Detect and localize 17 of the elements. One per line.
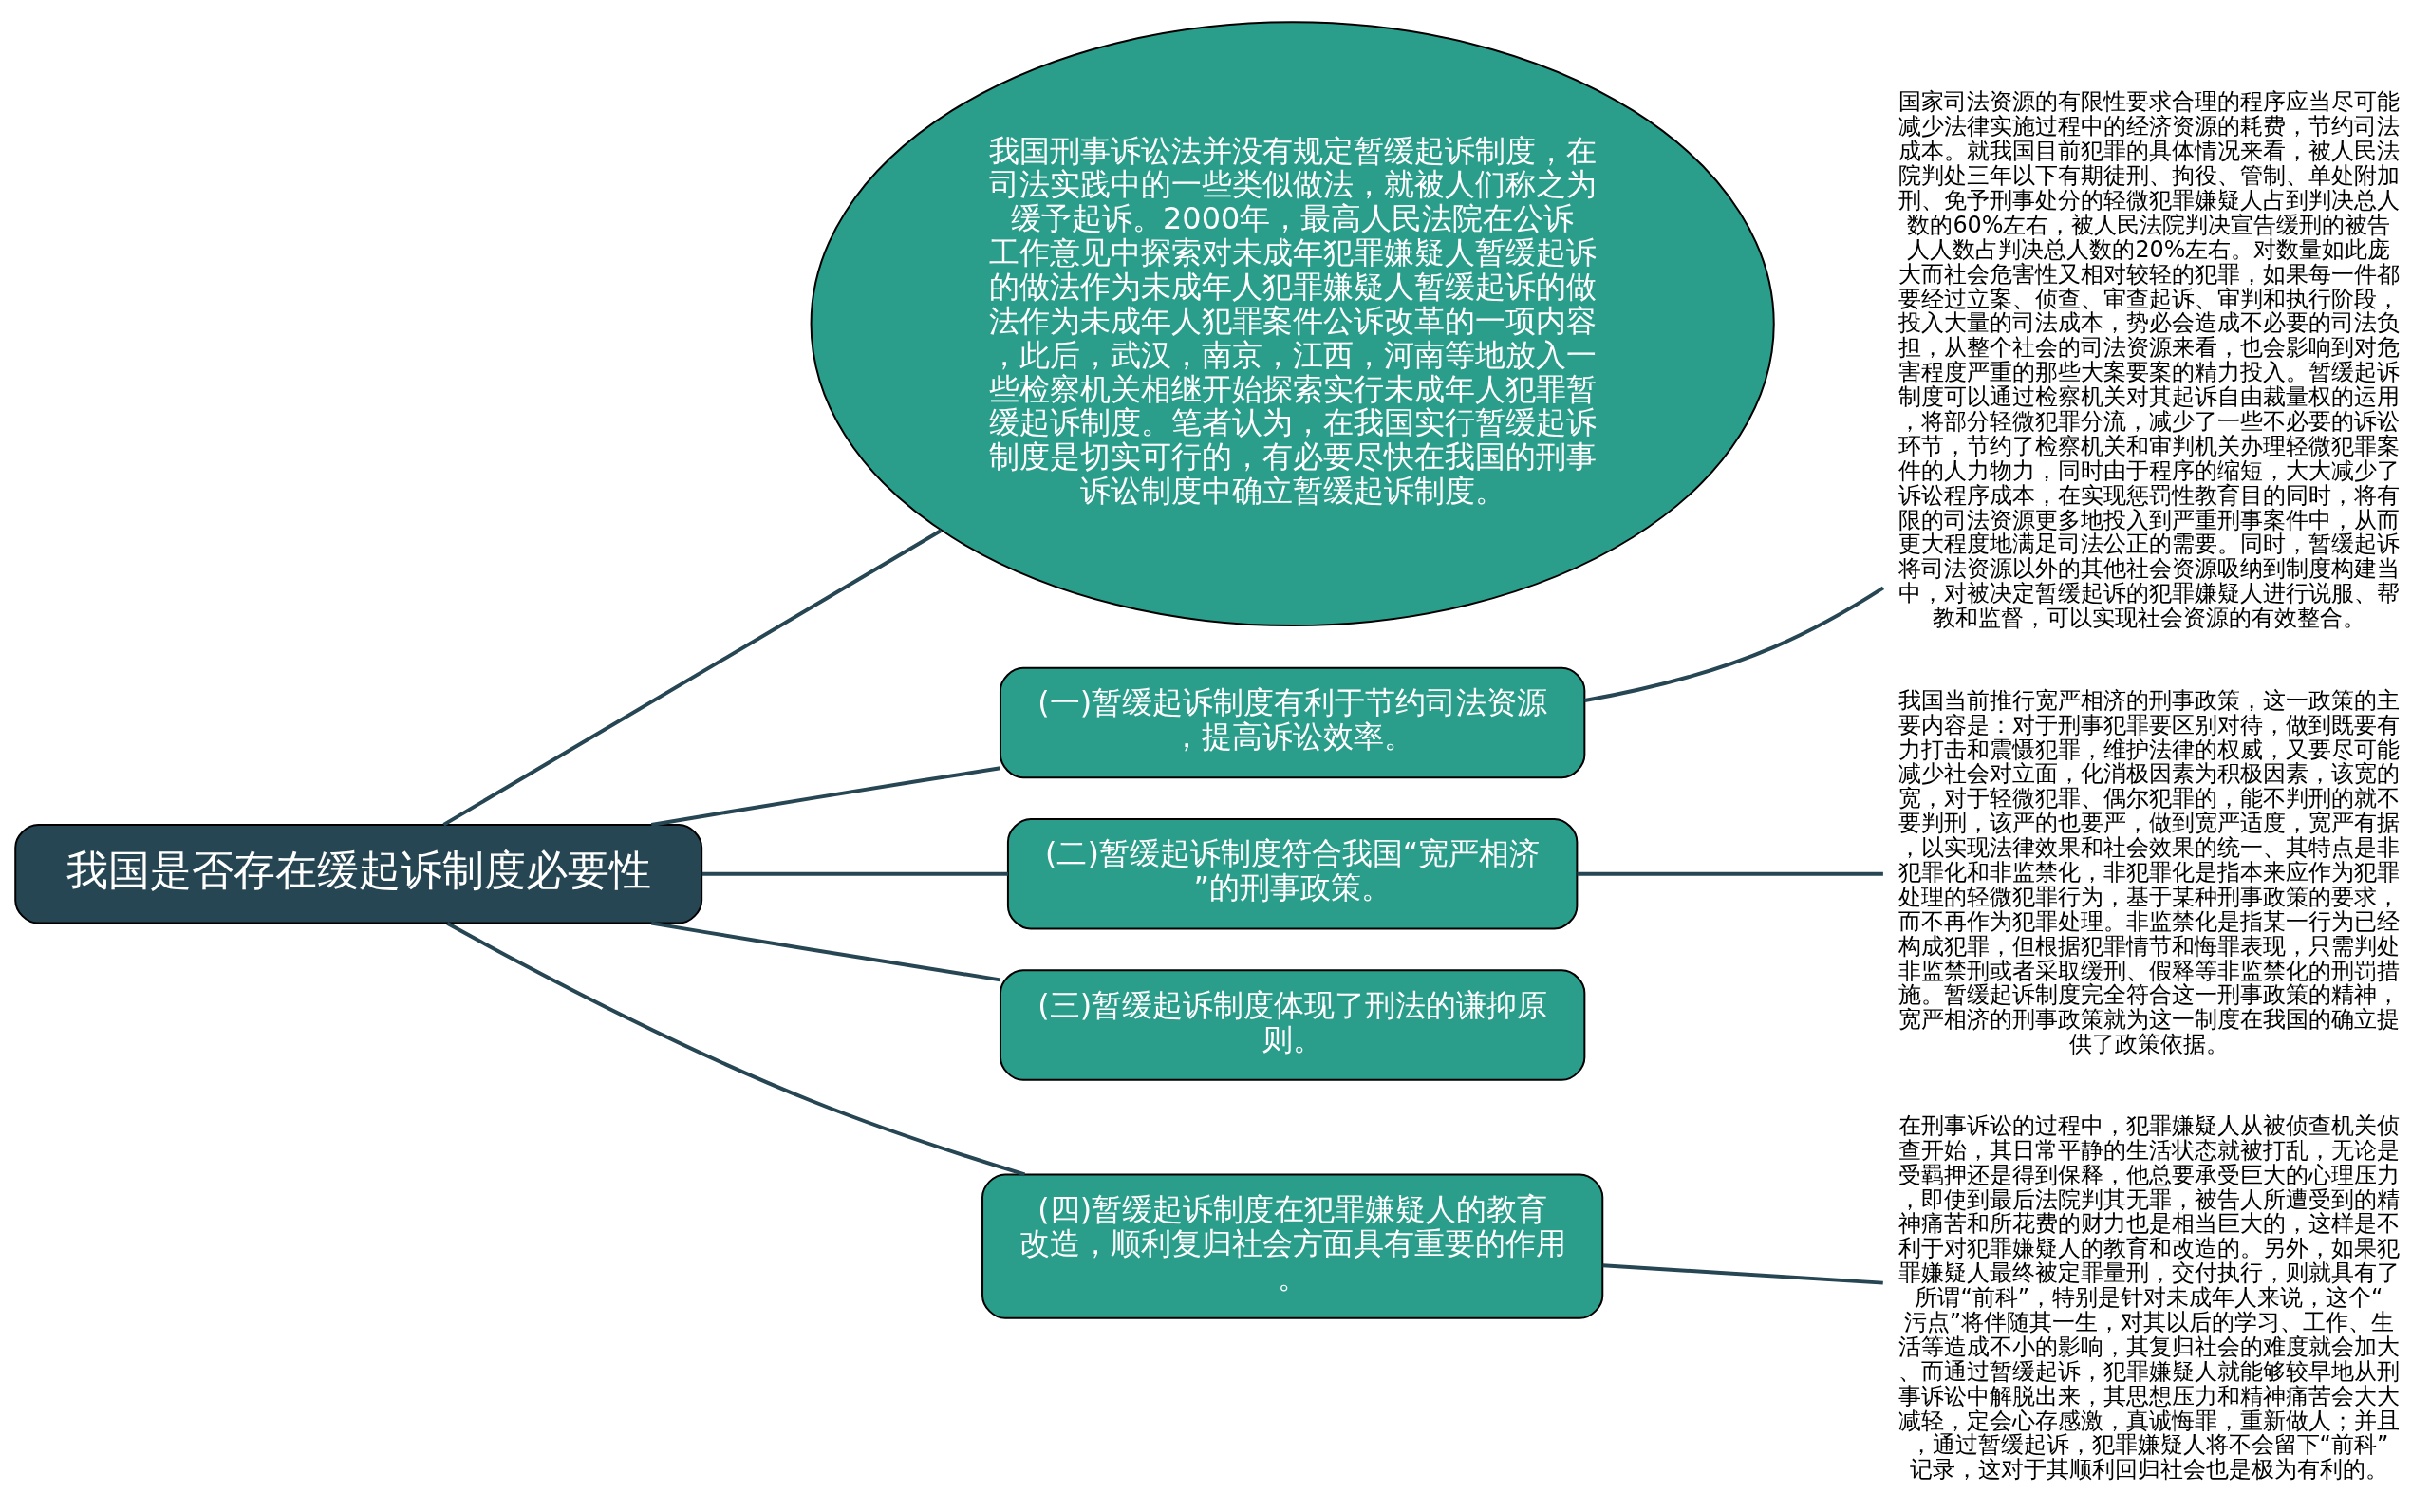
connector [1602,1262,1883,1285]
node-text: 在刑事诉讼的过程中，犯罪嫌疑人从被侦查机关侦查开始，其日常平静的生活状态就被打乱，无论是受羁押还是得到保释，他总要承受巨大的心理压力，即使到最后法院判其无罪，被告人所遭受到的精神痛苦和所花费的财力也是相当巨大的，这样是不利于对犯罪嫌疑人的教育和改造的。另外，如果犯罪嫌疑人最终被定罪量刑，交付执行，则就具有了所谓“前科”，特别是针对未成年人来说，这个“污点”将伴随其一生，对其以后的学习、工作、生活等造成不小的影响，其复归社会的难度就会加大、而通过暂缓起诉，犯罪嫌疑人就能够较早地从刑事诉讼中解脱出来，其思想压力和精神痛苦会大大减轻，定会心存感激，真诚悔罪，重新做人；并且，通过暂缓起诉，犯罪嫌疑人将不会留下“前科”记录，这对于其顺利回归社会也是极为有利的。 [1897,1111,2400,1483]
connector [446,921,1026,1176]
connector [1584,586,1885,702]
node-box: (二)暂缓起诉制度符合我国“宽严相济”的刑事政策。 [1006,817,1579,930]
connector [650,765,1001,827]
connector [650,921,1001,981]
connector [701,871,1008,876]
connector [442,528,943,827]
node-box: (三)暂缓起诉制度体现了刑法的谦抑原则。 [999,968,1586,1081]
node-text: 我国当前推行宽严相济的刑事政策，这一政策的主要内容是：对于刑事犯罪要区别对待，做到既要有力打击和震慑犯罪，维护法律的权威，又要尽可能减少社会对立面，化消极因素为积极因素，该宽的宽，对于轻微犯罪、偶尔犯罪的，能不判刑的就不要判刑，该严的也要严，做到宽严适度，宽严有据，以实现法律效果和社会效果的统一、其特点是非犯罪化和非监禁化，非犯罪化是指本来应作为犯罪处理的轻微犯罪行为，基于某种刑事政策的要求，而不再作为犯罪处理。非监禁化是指某一行为已经构成犯罪，但根据犯罪情节和悔罪表现，只需判处非监禁刑或者采取缓刑、假释等非监禁化的刑罚措施。暂缓起诉制度完全符合这一刑事政策的精神，宽严相济的刑事政策就为这一制度在我国的确立提供了政策依据。 [1897,686,2400,1057]
node-text: 国家司法资源的有限性要求合理的程序应当尽可能减少法律实施过程中的经济资源的耗费，节约司法成本。就我国目前犯罪的具体情况来看，被人民法院判处三年以下有期徒刑、拘役、管制、单处附加刑、免予刑事处分的轻微犯罪嫌疑人占到判决总人数的60%左右，被人民法院判决宣告缓刑的被告人人数占判决总人数的20%左右。对数量如此庞大而社会危害性又相对较轻的犯罪，如果每一件都要经过立案、侦查、审查起诉、审判和执行阶段，投入大量的司法成本，势必会造成不必要的司法负担，从整个社会的司法资源来看，也会影响到对危害程度严重的那些大案要案的精力投入。暂缓起诉制度可以通过检察机关对其起诉自由裁量权的运用，将部分轻微犯罪分流，减少了一些不必要的诉讼环节，节约了检察机关和审判机关办理轻微犯罪案件的人力物力，同时由于程序的缩短，大大减少了诉讼程序成本，在实现惩罚性教育目的同时，将有限的司法资源更多地投入到严重刑事案件中，从而更大程度地满足司法公正的需要。同时，暂缓起诉将司法资源以外的其他社会资源吸纳到制度构建当中，对被决定暂缓起诉的犯罪嫌疑人进行说服、帮教和监督，可以实现社会资源的有效整合。 [1897,87,2400,631]
node-box: (一)暂缓起诉制度有利于节约司法资源，提高诉讼效率。 [999,666,1586,778]
node-box: 我国是否存在缓起诉制度必要性 [14,823,703,924]
node-box: (四)暂缓起诉制度在犯罪嫌疑人的教育改造，顺利复归社会方面具有重要的作用。 [981,1172,1604,1319]
connector [1577,871,1883,876]
node-ellipse: 我国刑事诉讼法并没有规定暂缓起诉制度，在司法实践中的一些类似做法，就被人们称之为缓予起诉。2000年，最高人民法院在公诉工作意见中探索对未成年犯罪嫌疑人暂缓起诉的做法作为未成年人犯罪嫌疑人暂缓起诉的做法作为未成年人犯罪案件公诉改革的一项内容，此后，武汉，南京，江西，河南等地放入一些检察机关相继开始探索实行未成年人犯罪暂缓起诉制度。笔者认为，在我国实行暂缓起诉制度是切实可行的，有必要尽快在我国的刑事诉讼制度中确立暂缓起诉制度。 [810,20,1775,626]
